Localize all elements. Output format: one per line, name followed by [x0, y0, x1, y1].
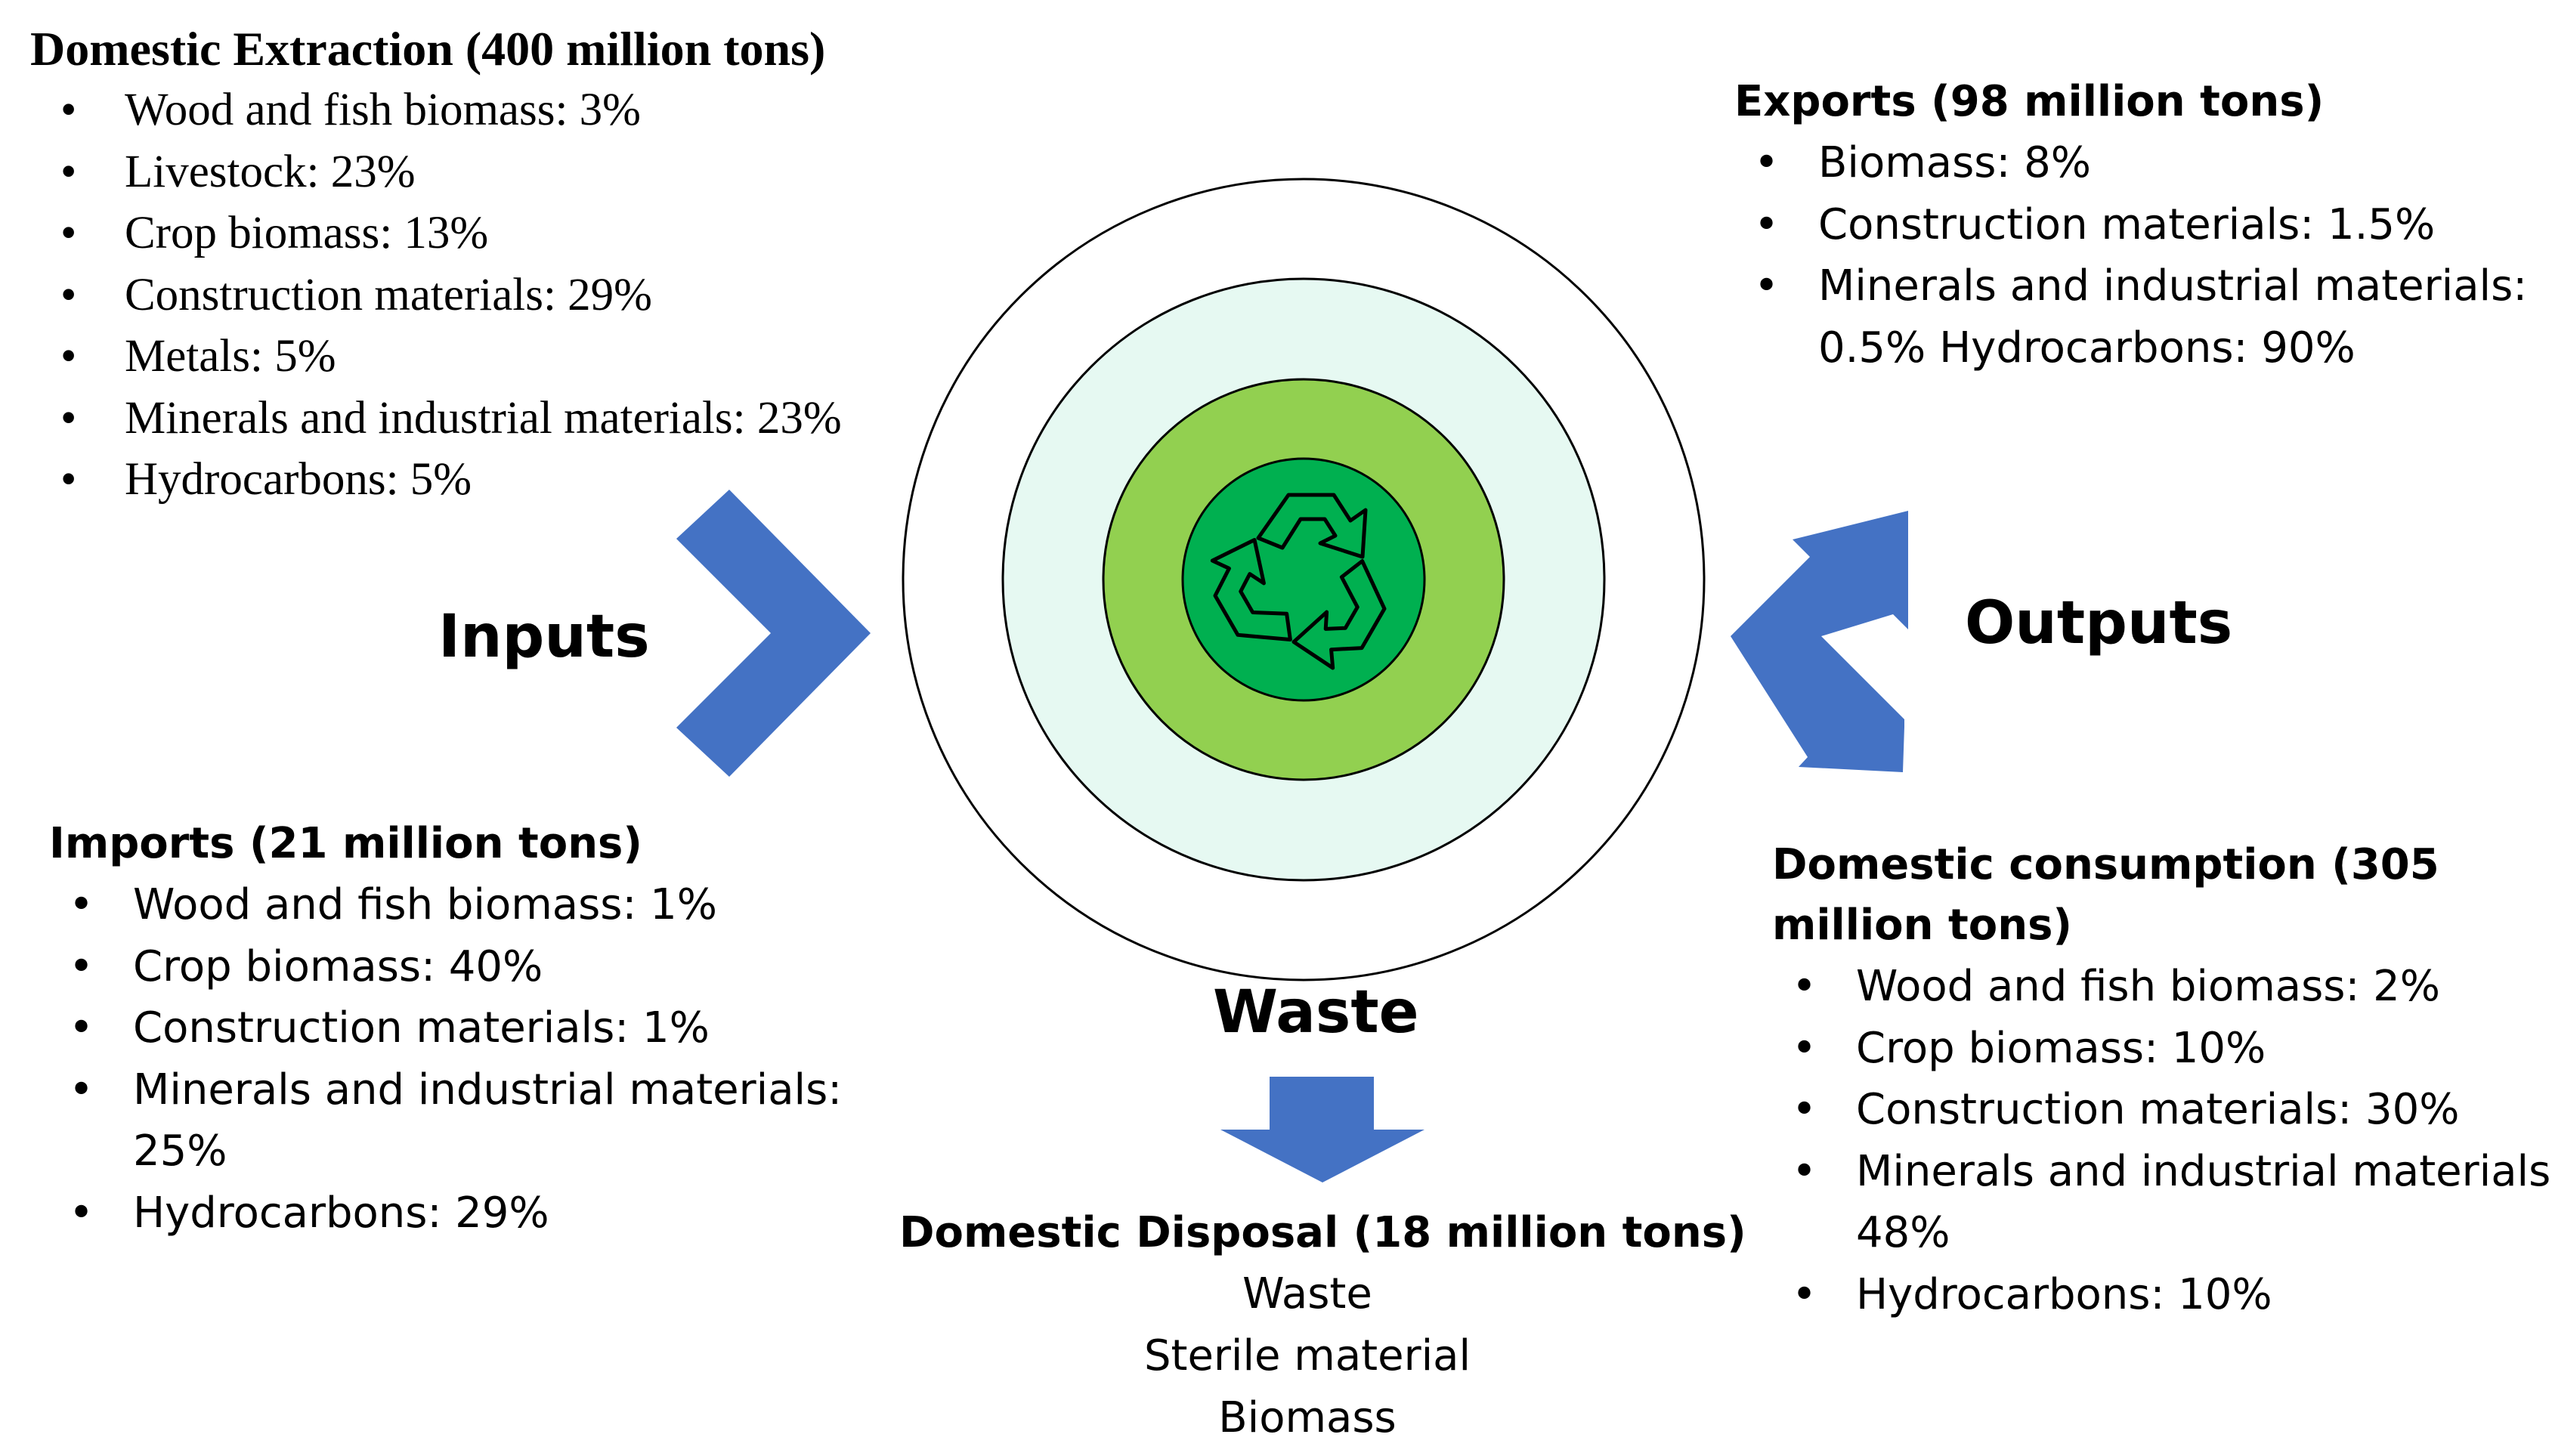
- list-item: Hydrocarbons: 29%: [69, 1182, 889, 1244]
- domestic-extraction-list: Wood and fish biomass: 3% Livestock: 23%…: [60, 79, 842, 511]
- list-item: Hydrocarbons: 5%: [60, 449, 842, 511]
- disposal-line: Biomass: [1218, 1393, 1397, 1442]
- list-item: Wood and fish biomass: 1%: [69, 874, 889, 936]
- list-item: Construction materials: 1.5%: [1754, 194, 2552, 256]
- list-item: Biomass: 8%: [1754, 132, 2552, 194]
- list-item: Minerals and industrial materials: 23%: [60, 388, 842, 450]
- domestic-consumption-list: Wood and fish biomass: 2% Crop biomass: …: [1792, 956, 2552, 1325]
- inputs-chevron-arrow: [676, 490, 871, 777]
- domestic-extraction-block: Domestic Extraction (400 million tons) W…: [30, 19, 842, 511]
- list-item: Crop biomass: 13%: [60, 202, 842, 264]
- exports-list: Biomass: 8% Construction materials: 1.5%…: [1754, 132, 2552, 379]
- domestic-disposal-block: Domestic Disposal (18 million tons) Wast…: [899, 1203, 1746, 1449]
- imports-block: Imports (21 million tons) Wood and fish …: [49, 814, 889, 1244]
- list-item: Construction materials: 29%: [60, 264, 842, 326]
- imports-list: Wood and fish biomass: 1% Crop biomass: …: [69, 874, 889, 1244]
- waste-label: Waste: [1213, 978, 1419, 1046]
- domestic-extraction-heading: Domestic Extraction (400 million tons): [30, 22, 826, 76]
- list-item: Wood and fish biomass: 3%: [60, 79, 842, 141]
- outputs-label: Outputs: [1965, 589, 2233, 657]
- waste-down-arrow: [1220, 1077, 1424, 1182]
- domestic-disposal-heading: Domestic Disposal (18 million tons): [899, 1208, 1746, 1257]
- list-item: Minerals and industrial materials: 0.5% …: [1754, 255, 2552, 379]
- list-item: Construction materials: 30%: [1792, 1079, 2552, 1141]
- inputs-label: Inputs: [438, 603, 650, 671]
- list-item: Wood and fish biomass: 2%: [1792, 956, 2552, 1018]
- list-item: Minerals and industrial materials: 48%: [1792, 1141, 2552, 1264]
- list-item: Crop biomass: 40%: [69, 936, 889, 998]
- domestic-consumption-block: Domestic consumption (305 million tons) …: [1772, 835, 2552, 1325]
- list-item: Crop biomass: 10%: [1792, 1018, 2552, 1080]
- imports-heading: Imports (21 million tons): [49, 819, 642, 868]
- domestic-consumption-heading: Domestic consumption (305 million tons): [1772, 840, 2439, 950]
- list-item: Minerals and industrial materials: 25%: [69, 1059, 889, 1182]
- list-item: Livestock: 23%: [60, 141, 842, 203]
- recycle-icon: [1210, 493, 1387, 670]
- list-item: Construction materials: 1%: [69, 997, 889, 1059]
- disposal-line: Sterile material: [1143, 1331, 1471, 1380]
- exports-heading: Exports (98 million tons): [1734, 77, 2325, 126]
- outputs-split-arrow: [1731, 511, 1908, 772]
- list-item: Metals: 5%: [60, 326, 842, 388]
- disposal-line: Waste: [1242, 1269, 1372, 1318]
- exports-block: Exports (98 million tons) Biomass: 8% Co…: [1734, 72, 2552, 379]
- list-item: Hydrocarbons: 10%: [1792, 1264, 2552, 1326]
